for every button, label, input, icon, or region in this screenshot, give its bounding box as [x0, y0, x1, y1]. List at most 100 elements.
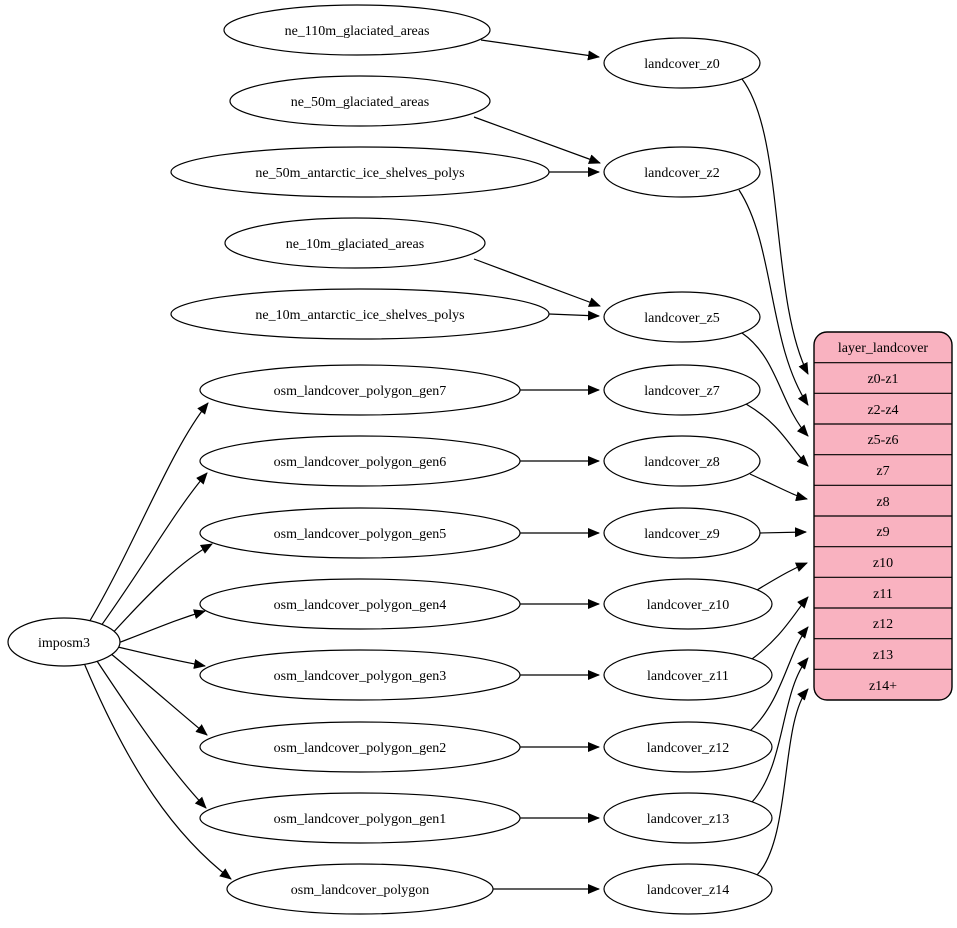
- edge-ne-10m-antarctic-ice-shelves-polys-to-landcover-z5: [548, 310, 600, 321]
- node-label: ne_50m_antarctic_ice_shelves_polys: [255, 166, 464, 181]
- node-layer: imposm3 ne_110m_glaciated_areas ne_50m_g…: [7, 4, 773, 915]
- table-row-z8: z8: [876, 495, 889, 510]
- edge-ne-110m-glaciated-areas-to-landcover-z0: [480, 39, 600, 61]
- node-osm-landcover-polygon-gen7: osm_landcover_polygon_gen7: [199, 364, 521, 416]
- edge-imposm3-to-osm-landcover-polygon-gen2: [109, 652, 208, 736]
- node-ellipse: [170, 288, 550, 340]
- edge-landcover-z7-to-row-z7: [745, 403, 809, 467]
- node-label: landcover_z8: [644, 455, 719, 470]
- table-row-z9: z9: [876, 525, 889, 540]
- edge-landcover-z0-to-row-z0-z1: [741, 78, 809, 375]
- node-ellipse: [603, 649, 773, 701]
- edge-landcover-z11-to-row-z11: [751, 596, 809, 660]
- node-ne-50m-antarctic-ice-shelves-polys: ne_50m_antarctic_ice_shelves_polys: [170, 146, 550, 198]
- node-ellipse: [199, 507, 521, 559]
- node-landcover-z14: landcover_z14: [603, 863, 773, 915]
- node-ne-110m-glaciated-areas: ne_110m_glaciated_areas: [223, 4, 491, 56]
- node-ellipse: [199, 792, 521, 844]
- table-row-z7: z7: [876, 464, 889, 479]
- node-label: osm_landcover_polygon_gen5: [274, 527, 447, 542]
- table-row-z0-z1: z0-z1: [867, 372, 898, 387]
- node-ellipse: [603, 721, 773, 773]
- node-ellipse: [7, 617, 121, 667]
- edge-imposm3-to-osm-landcover-polygon-gen4: [117, 609, 206, 644]
- table-row-z10: z10: [873, 556, 893, 571]
- edge-layer: [83, 39, 809, 894]
- node-ne-10m-antarctic-ice-shelves-polys: ne_10m_antarctic_ice_shelves_polys: [170, 288, 550, 340]
- node-ellipse: [199, 364, 521, 416]
- node-landcover-z2: landcover_z2: [603, 146, 761, 198]
- table-row-z11: z11: [873, 587, 893, 602]
- node-osm-landcover-polygon-gen1: osm_landcover_polygon_gen1: [199, 792, 521, 844]
- node-ellipse: [229, 75, 491, 127]
- edge-landcover-z9-to-row-z9: [759, 527, 807, 538]
- node-ellipse: [603, 364, 761, 416]
- node-label: landcover_z9: [644, 527, 719, 542]
- node-landcover-z9: landcover_z9: [603, 507, 761, 559]
- node-label: osm_landcover_polygon_gen2: [274, 741, 447, 756]
- edge-landcover-z5-to-row-z5-z6: [741, 332, 809, 437]
- node-landcover-z10: landcover_z10: [603, 578, 773, 630]
- edge-landcover-z8-to-row-z8: [749, 473, 808, 502]
- table-layer-landcover: layer_landcover z0-z1 z2-z4 z5-z6 z7 z8 …: [813, 331, 953, 701]
- node-osm-landcover-polygon-gen2: osm_landcover_polygon_gen2: [199, 721, 521, 773]
- node-label: osm_landcover_polygon_gen7: [274, 384, 447, 399]
- edge-ne-10m-glaciated-areas-to-landcover-z5: [473, 258, 601, 307]
- edge-landcover-z13-to-row-z13: [751, 657, 809, 803]
- node-ne-10m-glaciated-areas: ne_10m_glaciated_areas: [224, 217, 486, 269]
- node-osm-landcover-polygon-gen3: osm_landcover_polygon_gen3: [199, 649, 521, 701]
- node-label: landcover_z14: [647, 883, 729, 898]
- node-label: landcover_z13: [647, 812, 729, 827]
- node-ellipse: [603, 146, 761, 198]
- node-label: landcover_z12: [647, 741, 729, 756]
- node-ellipse: [603, 863, 773, 915]
- table-row-z13: z13: [873, 648, 893, 663]
- node-ellipse: [199, 435, 521, 487]
- node-ellipse: [603, 291, 761, 343]
- node-label: ne_110m_glaciated_areas: [285, 24, 430, 39]
- table-row-z14plus: z14+: [869, 679, 897, 694]
- edge-imposm3-to-osm-landcover-polygon: [83, 662, 232, 880]
- table-row-z5-z6: z5-z6: [867, 433, 898, 448]
- node-label: ne_10m_glaciated_areas: [286, 237, 424, 252]
- table-row-z2-z4: z2-z4: [867, 403, 898, 418]
- node-label: osm_landcover_polygon_gen4: [274, 598, 447, 613]
- node-ellipse: [170, 146, 550, 198]
- node-ellipse: [224, 217, 486, 269]
- node-label: landcover_z11: [647, 669, 729, 684]
- node-ellipse: [199, 578, 521, 630]
- node-osm-landcover-polygon-gen6: osm_landcover_polygon_gen6: [199, 435, 521, 487]
- node-label: landcover_z5: [644, 311, 719, 326]
- node-label: ne_10m_antarctic_ice_shelves_polys: [255, 308, 464, 323]
- node-osm-landcover-polygon-gen5: osm_landcover_polygon_gen5: [199, 507, 521, 559]
- node-ne-50m-glaciated-areas: ne_50m_glaciated_areas: [229, 75, 491, 127]
- node-label: ne_50m_glaciated_areas: [291, 95, 429, 110]
- node-landcover-z7: landcover_z7: [603, 364, 761, 416]
- node-ellipse: [226, 863, 494, 915]
- node-label: osm_landcover_polygon_gen3: [274, 669, 447, 684]
- node-ellipse: [199, 721, 521, 773]
- node-ellipse: [603, 37, 761, 89]
- edge-ne-50m-glaciated-areas-to-landcover-z2: [473, 116, 601, 164]
- node-landcover-z5: landcover_z5: [603, 291, 761, 343]
- node-label: landcover_z7: [644, 384, 719, 399]
- edge-imposm3-to-osm-landcover-polygon-gen3: [117, 646, 206, 669]
- edge-landcover-z10-to-row-z10: [756, 562, 808, 591]
- node-label: osm_landcover_polygon_gen1: [274, 812, 447, 827]
- node-label: landcover_z10: [647, 598, 729, 613]
- node-landcover-z0: landcover_z0: [603, 37, 761, 89]
- node-landcover-z8: landcover_z8: [603, 435, 761, 487]
- node-label: imposm3: [38, 636, 90, 651]
- node-osm-landcover-polygon: osm_landcover_polygon: [226, 863, 494, 915]
- node-ellipse: [603, 435, 761, 487]
- edge-landcover-z12-to-row-z12: [749, 626, 809, 732]
- edge-imposm3-to-osm-landcover-polygon-gen1: [94, 657, 207, 809]
- node-landcover-z13: landcover_z13: [603, 792, 773, 844]
- node-ellipse: [603, 578, 773, 630]
- node-ellipse: [603, 507, 761, 559]
- edge-landcover-z2-to-row-z2-z4: [738, 189, 809, 406]
- node-ellipse: [603, 792, 773, 844]
- table-title: layer_landcover: [838, 341, 929, 356]
